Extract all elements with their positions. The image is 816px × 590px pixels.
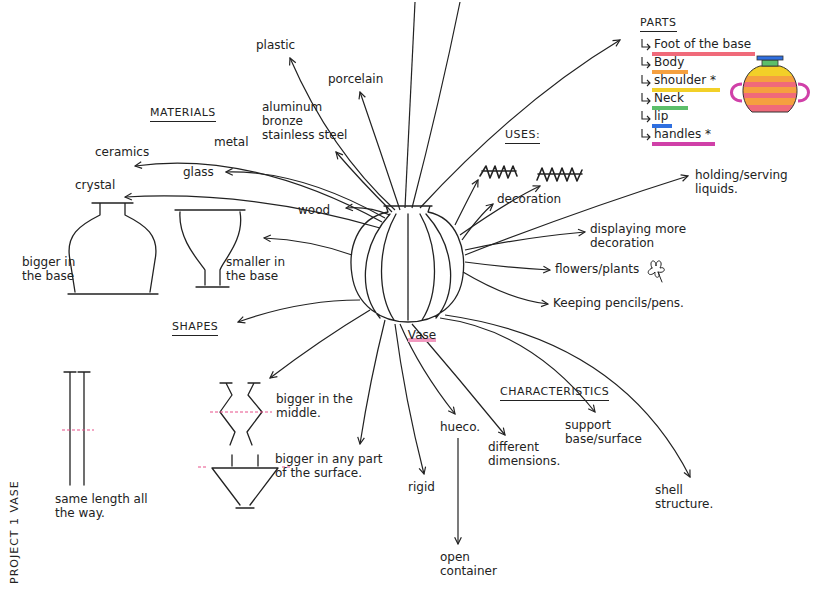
note-label: smaller in the base bbox=[226, 255, 291, 283]
leader-line bbox=[238, 300, 360, 322]
note-label: porcelain bbox=[328, 72, 383, 86]
bent-arrow-stroke bbox=[642, 57, 650, 68]
scribble bbox=[480, 166, 517, 178]
note-label: glass bbox=[183, 165, 214, 179]
leader-line bbox=[135, 163, 382, 222]
leader-line bbox=[457, 438, 458, 544]
part-name: handles * bbox=[654, 128, 711, 141]
bent-arrow-stroke bbox=[642, 111, 650, 122]
leader-line bbox=[395, 324, 424, 474]
leader-line bbox=[462, 204, 493, 240]
middle-bulge-sketch bbox=[220, 383, 262, 445]
note-label: bigger in any part of the surface. bbox=[275, 452, 395, 480]
note-label: plastic bbox=[256, 38, 295, 52]
leader-line bbox=[455, 180, 478, 225]
cylinder-sketch bbox=[64, 372, 90, 485]
leader-line bbox=[445, 315, 690, 477]
leader-line bbox=[465, 262, 550, 270]
note-label: holding/serving liquids. bbox=[695, 168, 810, 196]
leader-line bbox=[405, 2, 415, 208]
part-name: Foot of the base bbox=[654, 38, 751, 51]
section-heading: CHARACTERISTICS bbox=[500, 385, 609, 401]
bent-arrow-stroke bbox=[642, 93, 650, 104]
note-label: bigger in the middle. bbox=[276, 392, 361, 420]
vase-node: Vase bbox=[346, 200, 470, 350]
section-heading: SHAPES bbox=[172, 320, 218, 336]
vase-outline bbox=[346, 200, 470, 350]
leader-line bbox=[420, 40, 620, 208]
leader-line bbox=[360, 92, 400, 210]
note-label: support base/surface bbox=[565, 418, 660, 446]
note-label: ceramics bbox=[95, 145, 149, 159]
leader-line bbox=[465, 232, 585, 250]
measure-line bbox=[62, 429, 94, 430]
leader-line bbox=[360, 320, 385, 444]
note-label: rigid bbox=[408, 480, 435, 494]
note-label: shell structure. bbox=[655, 483, 725, 511]
note-label: same length all the way. bbox=[55, 492, 167, 520]
note-label: different dimensions. bbox=[488, 440, 568, 468]
section-heading: MATERIALS bbox=[150, 106, 216, 122]
funnel-sketch bbox=[212, 455, 278, 508]
bent-arrow bbox=[640, 56, 652, 70]
note-label: decoration bbox=[497, 192, 561, 206]
body-band bbox=[735, 93, 805, 98]
leader-line bbox=[463, 272, 548, 304]
part-name: shoulder * bbox=[654, 74, 716, 87]
section-heading: USES: bbox=[505, 128, 540, 144]
note-label: metal bbox=[214, 135, 248, 149]
leader-line bbox=[400, 324, 455, 414]
bent-arrow bbox=[640, 110, 652, 124]
note-label: wood bbox=[298, 203, 330, 217]
note-label: Keeping pencils/pens. bbox=[553, 296, 684, 310]
note-label: hueco. bbox=[440, 420, 480, 434]
measure-line bbox=[210, 411, 272, 412]
part-name: lip bbox=[654, 110, 668, 123]
note-label: open container bbox=[440, 550, 510, 578]
bent-arrow bbox=[640, 128, 652, 142]
vase-big-base-sketch bbox=[68, 203, 158, 294]
body-band bbox=[735, 82, 805, 87]
leader-line bbox=[412, 2, 460, 208]
highlight-swatch bbox=[652, 142, 715, 146]
body-band bbox=[735, 87, 805, 93]
leader-line bbox=[125, 196, 380, 228]
bent-arrow-stroke bbox=[642, 39, 650, 50]
foot-band bbox=[735, 105, 805, 114]
bent-arrow-stroke bbox=[642, 129, 650, 140]
part-name: Neck bbox=[654, 92, 684, 105]
leader-line bbox=[264, 238, 352, 255]
leader-line bbox=[465, 176, 688, 255]
bent-arrow bbox=[640, 92, 652, 106]
colored-vase-sketch bbox=[732, 56, 809, 114]
leader-line bbox=[270, 310, 370, 378]
bent-arrow bbox=[640, 74, 652, 88]
vase-outline bbox=[743, 66, 797, 112]
note-label: displaying more decoration bbox=[590, 222, 690, 250]
flower-doodle bbox=[648, 261, 664, 282]
neck-band bbox=[762, 60, 778, 66]
section-heading: PARTS bbox=[640, 16, 677, 32]
bent-arrow-stroke bbox=[642, 75, 650, 86]
note-label: bigger in the base bbox=[22, 255, 84, 283]
bent-arrow bbox=[640, 38, 652, 52]
lip-band bbox=[757, 56, 783, 60]
scribble bbox=[537, 168, 582, 181]
note-label: aluminum bronze stainless steel bbox=[262, 100, 354, 142]
page-title: PROJECT 1 VASE bbox=[8, 480, 21, 584]
part-name: Body bbox=[654, 56, 684, 69]
note-label: flowers/plants bbox=[555, 262, 639, 276]
node-caption: Vase bbox=[408, 328, 436, 342]
note-label: crystal bbox=[75, 178, 115, 192]
vase-drawing bbox=[351, 206, 464, 322]
